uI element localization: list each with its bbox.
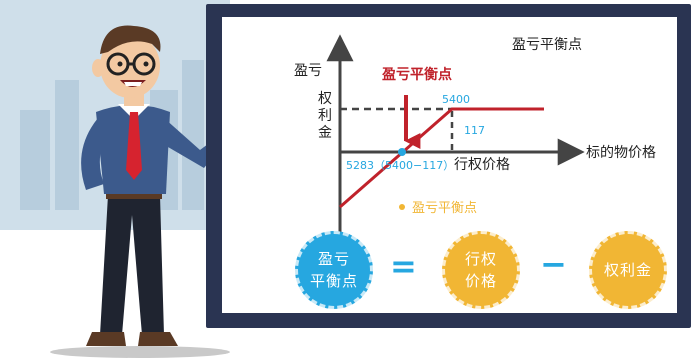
- breakeven-diagram: 盈亏平衡点 盈亏 标的物价格 权 利 金 盈亏平衡点 5400 117 5283: [294, 34, 656, 232]
- strike-label: 行权价格: [454, 157, 510, 173]
- x-axis-label: 标的物价格: [586, 145, 656, 161]
- equals-sign: =: [390, 247, 417, 285]
- premium-label-3: 金: [318, 125, 332, 141]
- presentation-board: 盈亏平衡点 盈亏 标的物价格 权 利 金 盈亏平衡点 5400 117 5283: [206, 4, 691, 328]
- circle-strike: 行权 价格: [442, 231, 520, 309]
- value-top: 5400: [442, 93, 470, 106]
- circle-breakeven: 盈亏 平衡点: [295, 231, 373, 309]
- circle-premium-text: 权利金: [603, 261, 652, 279]
- breakeven-point: [398, 148, 406, 156]
- breakeven-formula: 5283（5400−117）: [346, 159, 454, 172]
- breakeven-callout: 盈亏平衡点: [381, 66, 452, 83]
- y-axis-label: 盈亏: [294, 63, 322, 79]
- premium-label-2: 利: [318, 108, 332, 124]
- circle-breakeven-line1: 盈亏: [317, 250, 350, 268]
- diagram-title: 盈亏平衡点: [512, 37, 582, 53]
- board-surface: 盈亏平衡点 盈亏 标的物价格 权 利 金 盈亏平衡点 5400 117 5283: [222, 17, 677, 313]
- circle-breakeven-line2: 平衡点: [309, 272, 358, 290]
- minus-sign: −: [540, 245, 567, 283]
- circle-strike-line1: 行权: [464, 250, 497, 268]
- value-diff: 117: [464, 124, 485, 137]
- payoff-line: [339, 107, 544, 209]
- circle-strike-line2: 价格: [464, 272, 497, 290]
- circle-premium: 权利金: [589, 231, 667, 309]
- premium-label-1: 权: [318, 91, 332, 107]
- legend-item: 盈亏平衡点: [412, 201, 477, 216]
- legend-dot: [399, 204, 405, 210]
